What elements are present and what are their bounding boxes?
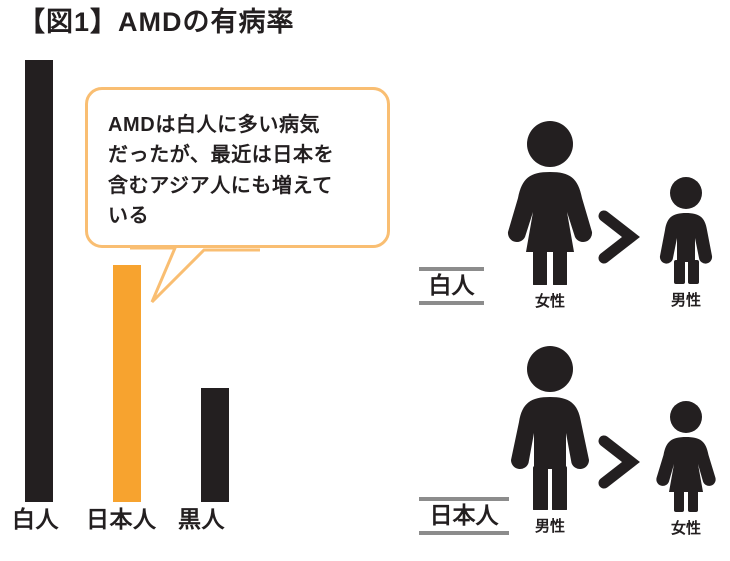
figure-caption-smaller-japanese: 女性 xyxy=(670,520,701,537)
female-figure-icon xyxy=(656,401,716,512)
page-title: 【図1】AMDの有病率 xyxy=(18,7,295,37)
figure-slot-smaller-japanese: 女性 xyxy=(641,400,730,536)
figure-slot-smaller-caucasian: 男性 xyxy=(641,176,730,308)
male-figure-icon xyxy=(510,346,590,511)
bar-label-caucasian: 白人 xyxy=(12,506,59,532)
greater-than-icon xyxy=(598,435,640,489)
figure-caption-larger-japanese: 男性 xyxy=(534,518,565,535)
callout-bubble: AMDは白人に多い病気 だったが、最近は日本を 含むアジア人にも増えて いる xyxy=(85,87,390,248)
callout-text: AMDは白人に多い病気 だったが、最近は日本を 含むアジア人にも増えて いる xyxy=(108,114,335,228)
bar-japanese xyxy=(113,265,141,502)
comparison-panel: 白人 女性 男性 xyxy=(405,110,730,550)
male-figure-icon xyxy=(659,177,713,284)
bar-chart: 白人 日本人 黒人 xyxy=(0,0,270,555)
greater-than-icon xyxy=(598,210,640,264)
figure-caption-larger-caucasian: 女性 xyxy=(534,293,565,310)
bar-black xyxy=(201,388,229,502)
group-label-caucasian: 白人 xyxy=(419,267,484,305)
comparison-row-japanese: 日本人 男性 女性 xyxy=(405,345,730,555)
figure-caption-smaller-caucasian: 男性 xyxy=(670,292,701,309)
bar-label-japanese: 日本人 xyxy=(86,506,157,532)
group-label-japanese: 日本人 xyxy=(419,497,509,535)
bar-label-black: 黒人 xyxy=(178,506,225,532)
bar-caucasian xyxy=(25,60,53,502)
figure-slot-larger-japanese: 男性 xyxy=(490,345,610,534)
comparison-row-caucasian: 白人 女性 男性 xyxy=(405,110,730,320)
figure-slot-larger-caucasian: 女性 xyxy=(490,120,610,309)
female-figure-icon xyxy=(507,121,593,286)
